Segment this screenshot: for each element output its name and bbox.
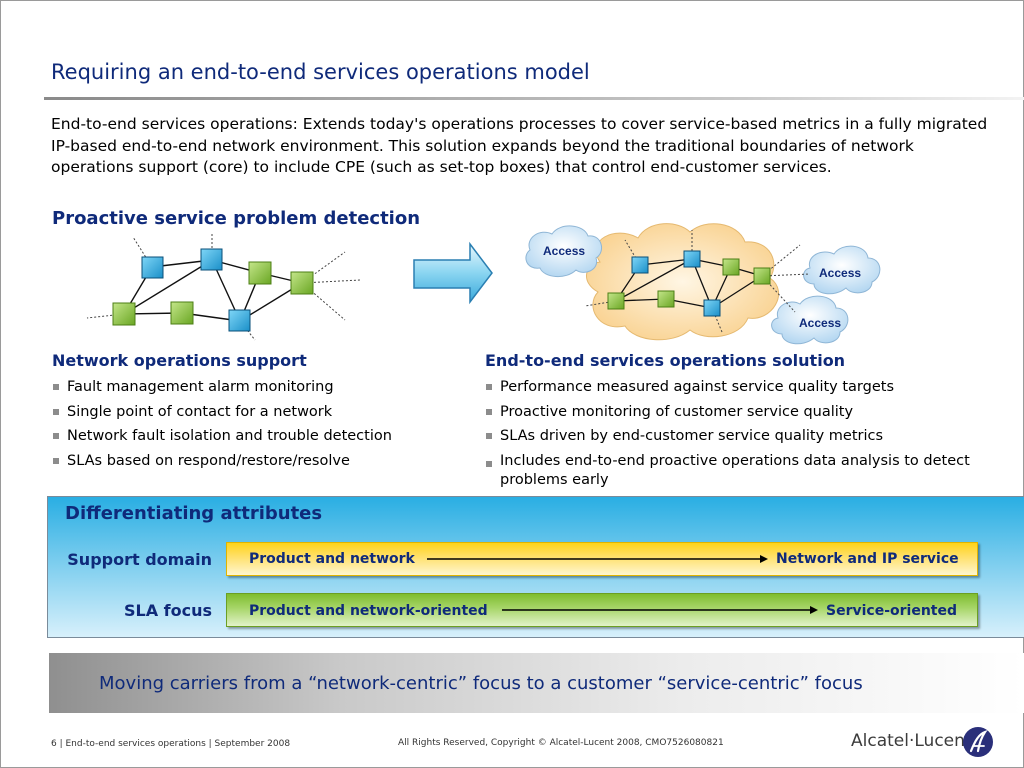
bullet-square-icon — [486, 384, 492, 390]
alcatel-lucent-logo-icon — [963, 727, 993, 757]
support-domain-to: Network and IP service — [776, 551, 959, 567]
node — [141, 256, 164, 279]
differentiating-title: Differentiating attributes — [65, 503, 323, 524]
node — [200, 248, 223, 271]
list-item: SLAs driven by end-customer service qual… — [485, 424, 1005, 449]
node — [607, 292, 625, 310]
node — [722, 258, 740, 276]
node — [228, 309, 251, 332]
transition-arrow — [413, 241, 493, 305]
node — [170, 301, 194, 325]
node — [248, 261, 272, 285]
summary-banner-text: Moving carriers from a “network-centric”… — [99, 673, 863, 694]
node — [683, 250, 701, 268]
right-bullet-list: Performance measured against service qua… — [485, 375, 1005, 490]
network-diagram: Access Access Access — [86, 223, 881, 345]
node — [631, 256, 649, 274]
sla-focus-from: Product and network-oriented — [249, 603, 488, 619]
sla-focus-to: Service-oriented — [826, 603, 958, 619]
bullet-square-icon — [53, 457, 59, 464]
bullet-square-icon — [53, 384, 59, 390]
slide-title: Requiring an end-to-end services operati… — [51, 60, 590, 84]
list-item: Fault management alarm monitoring — [52, 375, 472, 400]
bullet-square-icon — [53, 408, 59, 415]
bullet-square-icon — [486, 460, 492, 467]
footer-slide-info: 6 | End-to-end services operations | Sep… — [51, 739, 291, 749]
list-item: Single point of contact for a network — [52, 400, 472, 425]
support-domain-from: Product and network — [249, 551, 415, 567]
access-cloud — [525, 225, 603, 277]
right-column-heading: End-to-end services operations solution — [485, 351, 846, 370]
access-label: Access — [543, 244, 585, 258]
access-cloud — [803, 245, 881, 295]
left-column-heading: Network operations support — [52, 351, 307, 370]
diagram-subheading: Proactive service problem detection — [52, 208, 421, 229]
bullet-square-icon — [53, 433, 59, 439]
support-domain-label: Support domain — [67, 550, 212, 569]
node — [290, 271, 314, 295]
sla-focus-label: SLA focus — [123, 601, 212, 620]
access-cloud — [771, 295, 849, 345]
summary-banner — [49, 653, 1024, 713]
list-item: Network fault isolation and trouble dete… — [52, 424, 472, 449]
node — [703, 299, 721, 317]
footer-copyright: All Rights Reserved, Copyright © Alcatel… — [398, 738, 724, 748]
intro-paragraph: End-to-end services operations: Extends … — [51, 115, 988, 176]
title-rule — [44, 97, 1024, 100]
left-bullet-list: Fault management alarm monitoring Single… — [52, 375, 472, 473]
left-network-nodes — [112, 248, 314, 332]
node — [753, 267, 771, 285]
company-logo-text: Alcatel·Lucent — [851, 731, 972, 751]
access-label: Access — [819, 266, 861, 280]
bullet-square-icon — [486, 433, 492, 439]
right-network-nodes — [607, 250, 771, 317]
access-label: Access — [799, 316, 841, 330]
bullet-square-icon — [486, 408, 492, 415]
core-cloud — [586, 223, 780, 341]
list-item: Includes end-to-end proactive operations… — [485, 449, 1005, 490]
list-item: Performance measured against service qua… — [485, 375, 1005, 400]
list-item: Proactive monitoring of customer service… — [485, 400, 1005, 425]
node — [112, 302, 136, 326]
list-item: SLAs based on respond/restore/resolve — [52, 449, 472, 474]
node — [657, 290, 675, 308]
